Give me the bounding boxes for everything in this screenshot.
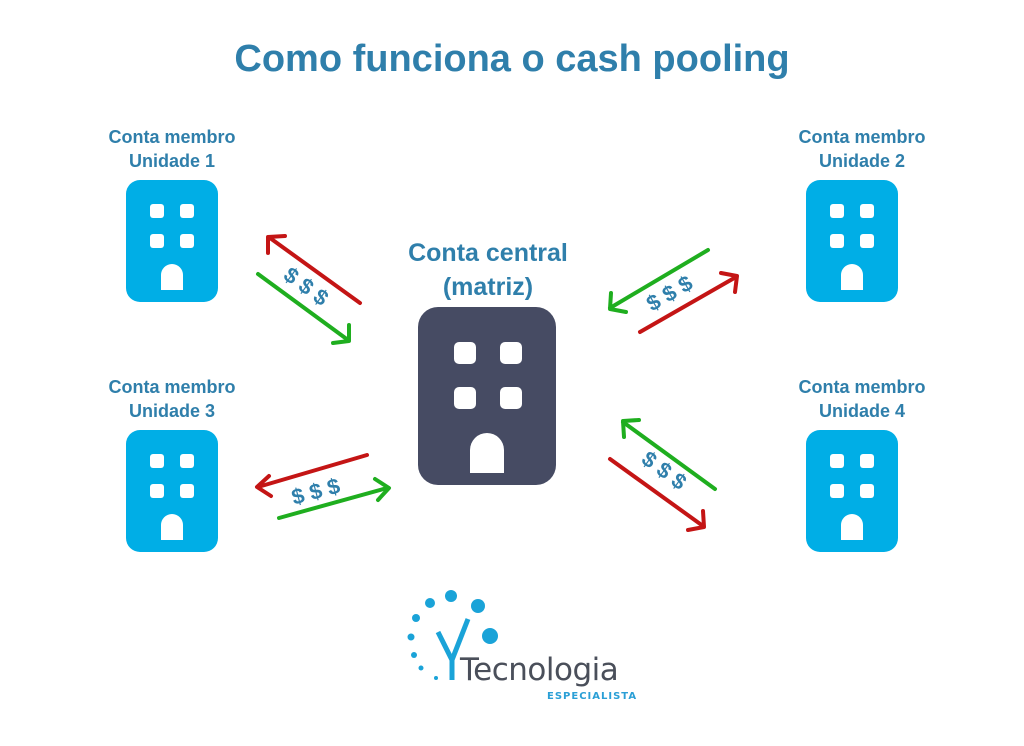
member-1-label-line1: Conta membro — [108, 127, 236, 147]
member-4-label-line2: Unidade 4 — [818, 401, 906, 421]
member-1-label: Conta membro Unidade 1 — [72, 125, 272, 173]
logo-name: Tecnologia — [460, 652, 619, 688]
page-title: Como funciona o cash pooling — [234, 38, 790, 80]
member-2-label-line2: Unidade 2 — [818, 151, 906, 171]
central-building-icon — [418, 307, 556, 485]
member-3-label-line2: Unidade 3 — [128, 401, 216, 421]
money-symbols-unit1: $ $ $ — [279, 262, 333, 311]
arrow-unit4-to-central — [608, 418, 717, 532]
central-label-line2: (matriz) — [442, 273, 534, 301]
y-dots-logo-icon — [407, 590, 498, 680]
member-1-label-line2: Unidade 1 — [128, 151, 216, 171]
arrow-unit1-to-central — [256, 234, 362, 345]
member-1-building-icon — [126, 180, 218, 302]
member-4-label: Conta membro Unidade 4 — [762, 375, 962, 423]
member-4-building-icon — [806, 430, 898, 552]
arrow-unit3-to-central — [255, 453, 391, 520]
central-label-line1: Conta central — [408, 239, 568, 267]
member-2-building-icon — [806, 180, 898, 302]
member-3-label: Conta membro Unidade 3 — [72, 375, 272, 423]
member-4-label-line1: Conta membro — [798, 377, 926, 397]
arrow-unit2-to-central — [608, 248, 739, 334]
money-symbols-unit2: $ $ $ — [642, 270, 697, 316]
member-2-label-line1: Conta membro — [798, 127, 926, 147]
member-2-label: Conta membro Unidade 2 — [762, 125, 962, 173]
logo-subtitle: ESPECIALISTA — [547, 691, 638, 702]
member-3-label-line1: Conta membro — [108, 377, 236, 397]
central-label: Conta central (matriz) — [368, 236, 608, 304]
member-3-building-icon — [126, 430, 218, 552]
